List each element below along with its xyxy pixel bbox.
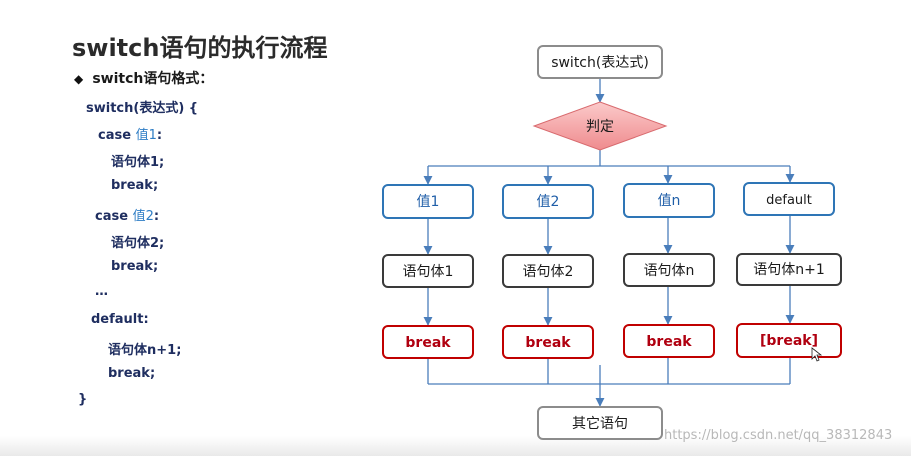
case-box-1 xyxy=(382,184,474,219)
code-body-n1: 语句体n+1; xyxy=(108,343,182,358)
break-box-default xyxy=(736,323,842,358)
code-body2: 语句体2; xyxy=(111,236,165,251)
case-label-n: 值n xyxy=(658,193,681,209)
code-switch-keyword: switch xyxy=(86,101,134,116)
body-box-n xyxy=(623,253,715,287)
decision-diamond xyxy=(532,101,668,151)
code-case2-colon: : xyxy=(153,209,160,224)
body-box-n1 xyxy=(736,253,842,286)
bottom-shade xyxy=(0,436,911,456)
body-box-1 xyxy=(382,254,474,288)
mouse-cursor-icon xyxy=(811,347,823,362)
body-box-2 xyxy=(502,254,594,288)
diamond-bullet-icon: ◆ xyxy=(74,72,84,86)
case-box-n xyxy=(623,183,715,218)
code-case2-line: case 值2: xyxy=(95,205,159,224)
start-box xyxy=(537,45,663,79)
break-label-2: break xyxy=(525,335,571,351)
flow-connectors xyxy=(423,78,795,407)
code-body1: 语句体1; xyxy=(111,155,165,170)
watermark: https://blog.csdn.net/qq_38312843 xyxy=(664,428,893,443)
case-label-2: 值2 xyxy=(537,194,560,210)
page-title: switch语句的执行流程 xyxy=(72,34,328,62)
end-box xyxy=(537,406,663,440)
case-box-default xyxy=(743,182,835,216)
code-break3: break; xyxy=(108,366,156,381)
end-box-label: 其它语句 xyxy=(572,415,628,432)
subtitle: switch语句格式： xyxy=(92,71,214,87)
case-box-2 xyxy=(502,184,594,219)
code-case1-colon: : xyxy=(156,128,163,143)
body-label-n1: 语句体n+1 xyxy=(753,262,825,278)
break-box-2 xyxy=(502,325,594,359)
code-ellipsis: … xyxy=(95,284,108,299)
case-label-default: default xyxy=(766,193,812,208)
break-label-n: break xyxy=(646,334,692,350)
code-switch-rest: (表达式) { xyxy=(133,101,199,116)
break-label-default: [break] xyxy=(760,333,818,349)
code-case2-value: 值2 xyxy=(132,209,154,224)
code-break2: break; xyxy=(111,259,159,274)
code-default-label: default: xyxy=(91,312,149,327)
body-label-1: 语句体1 xyxy=(403,264,454,280)
body-label-n: 语句体n xyxy=(644,263,695,279)
code-close-brace: } xyxy=(78,392,88,407)
code-case1-value: 值1 xyxy=(135,128,157,143)
code-switch-line: switch(表达式) { xyxy=(86,97,198,116)
code-case1-keyword: case xyxy=(98,128,132,143)
subtitle-row: ◆ switch语句格式： xyxy=(74,68,213,88)
break-box-n xyxy=(623,324,715,358)
code-case1-line: case 值1: xyxy=(98,124,162,143)
code-break1: break; xyxy=(111,178,159,193)
decision-label: 判定 xyxy=(586,119,614,135)
break-label-1: break xyxy=(405,335,451,351)
code-case2-keyword: case xyxy=(95,209,129,224)
break-box-1 xyxy=(382,325,474,359)
body-label-2: 语句体2 xyxy=(523,264,574,280)
start-box-label: switch(表达式) xyxy=(551,55,649,71)
case-label-1: 值1 xyxy=(417,194,440,210)
